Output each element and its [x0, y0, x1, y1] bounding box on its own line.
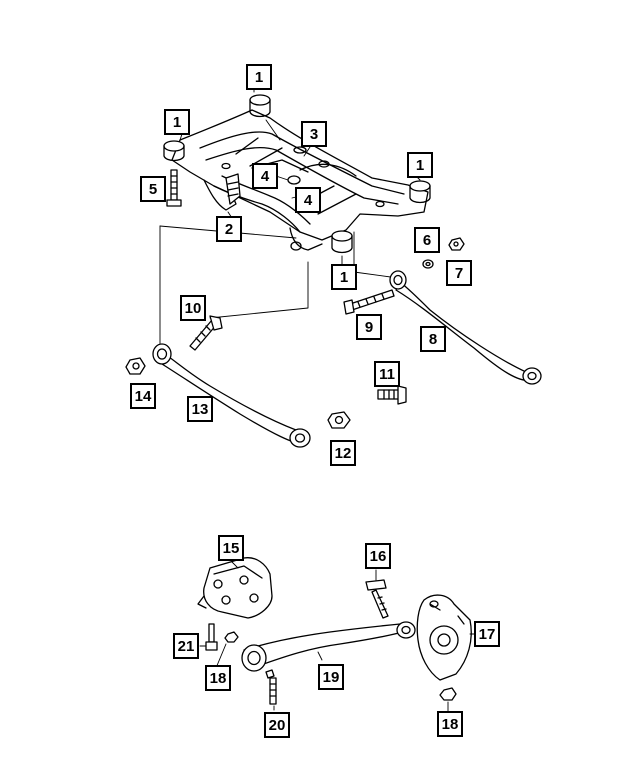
callout-14: 14 — [130, 383, 156, 409]
callout-4-a: 4 — [252, 163, 278, 189]
callout-11: 11 — [374, 361, 400, 387]
trailing-arm — [241, 621, 416, 672]
callout-4-b: 4 — [295, 187, 321, 213]
callout-1-left: 1 — [164, 109, 190, 135]
mounting-bracket — [197, 557, 273, 619]
nut-14 — [125, 357, 146, 375]
callout-8: 8 — [420, 326, 446, 352]
callout-16: 16 — [365, 543, 391, 569]
washer-6 — [422, 259, 434, 269]
nut-18-upper — [224, 631, 239, 643]
callout-13: 13 — [187, 396, 213, 422]
callout-15: 15 — [218, 535, 244, 561]
bolt-11 — [377, 385, 407, 405]
callout-19: 19 — [318, 664, 344, 690]
callout-18-b: 18 — [437, 711, 463, 737]
callout-6: 6 — [414, 227, 440, 253]
bolt-21 — [205, 623, 218, 651]
callout-1-top: 1 — [246, 64, 272, 90]
callout-12: 12 — [330, 440, 356, 466]
callout-2: 2 — [216, 216, 242, 242]
bolt-9 — [343, 289, 395, 315]
callout-21: 21 — [173, 633, 199, 659]
callout-10: 10 — [180, 295, 206, 321]
nut-7 — [448, 237, 465, 251]
callout-7: 7 — [446, 260, 472, 286]
bolt-10 — [189, 315, 223, 351]
nut-18-lower — [439, 687, 457, 701]
callout-9: 9 — [356, 314, 382, 340]
callout-3: 3 — [301, 121, 327, 147]
crossmember-bushings — [163, 94, 431, 254]
callout-1-bottom: 1 — [331, 264, 357, 290]
bolt-5 — [166, 169, 182, 207]
bolt-16 — [365, 579, 389, 619]
callout-5: 5 — [140, 176, 166, 202]
callout-1-right: 1 — [407, 152, 433, 178]
rear-crossmember — [171, 109, 429, 251]
callout-17: 17 — [474, 621, 500, 647]
knuckle — [416, 594, 472, 681]
upper-control-arm — [389, 270, 542, 385]
nut-12 — [327, 411, 351, 429]
callout-20: 20 — [264, 712, 290, 738]
callout-18-a: 18 — [205, 665, 231, 691]
bolt-20 — [265, 669, 277, 705]
lower-control-arm — [152, 343, 311, 448]
